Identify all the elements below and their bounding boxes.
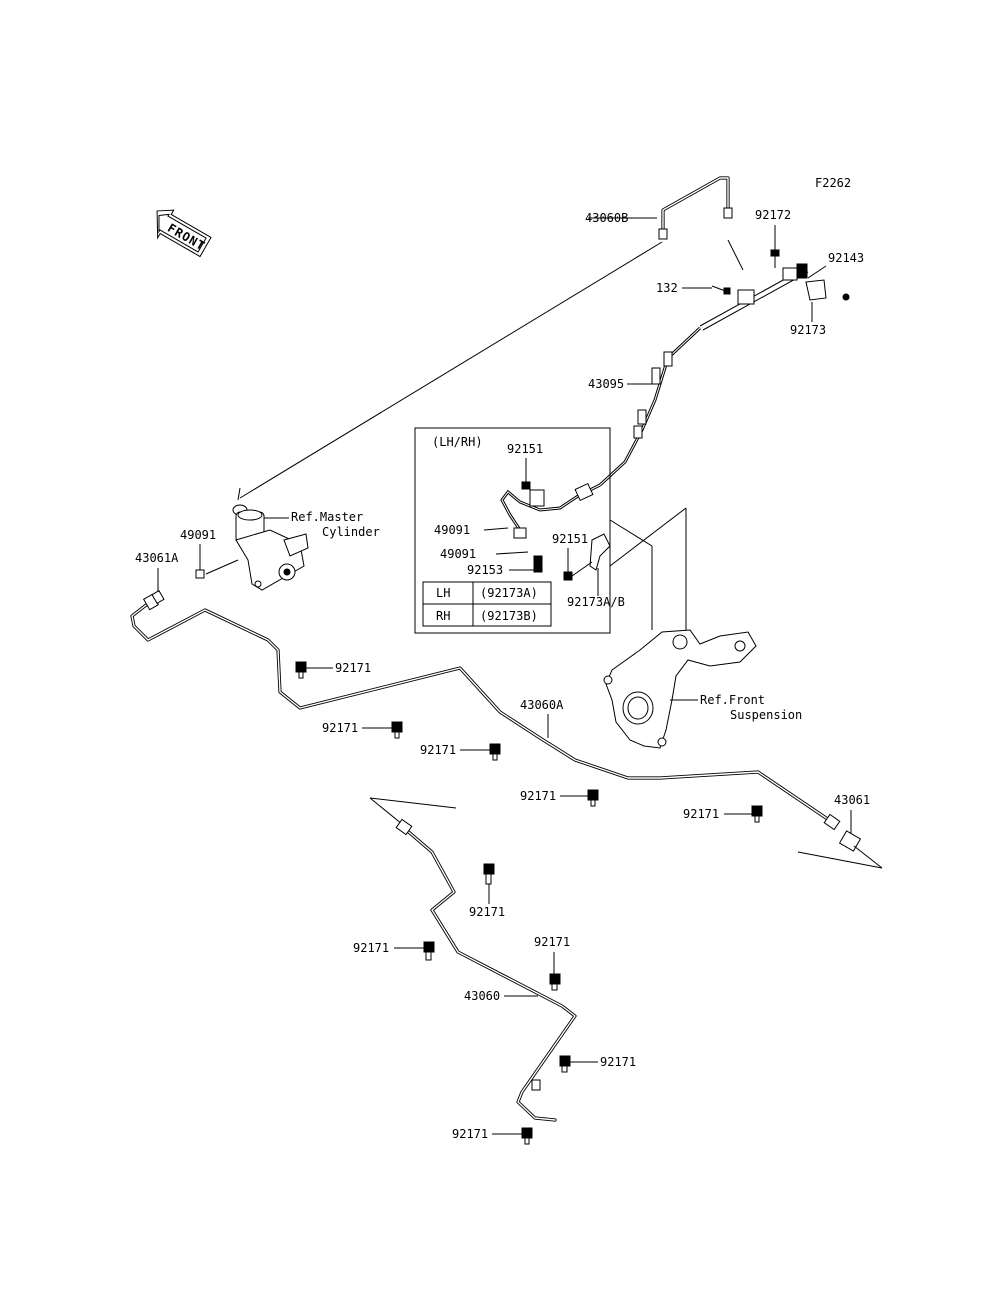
- union-43061: [838, 830, 862, 852]
- label-49091-c: 49091: [180, 528, 216, 542]
- variant-row-rh-side: RH: [436, 609, 450, 623]
- master-cylinder: [232, 504, 309, 591]
- label-132: 132: [656, 281, 678, 295]
- clamp-92171-b: [391, 721, 403, 739]
- label-92172: 92172: [755, 208, 791, 222]
- front-arrow-icon: FRONT: [156, 209, 212, 258]
- label-92151-a: 92151: [507, 442, 543, 456]
- clamp-92171-j: [521, 1127, 533, 1145]
- clamp-92171-e: [751, 805, 763, 823]
- label-ref-front-1: Ref.Front: [700, 693, 765, 707]
- front-suspension-knuckle: [603, 629, 757, 749]
- label-92171-e: 92171: [683, 807, 719, 821]
- label-43061A: 43061A: [135, 551, 179, 565]
- label-92171-g: 92171: [353, 941, 389, 955]
- variant-table: [422, 581, 552, 627]
- bolt-132: [711, 285, 731, 295]
- label-lhrh: (LH/RH): [432, 435, 483, 449]
- clamp-92171-f: [483, 863, 495, 885]
- label-43061: 43061: [834, 793, 870, 807]
- label-ref-master-1: Ref.Master: [291, 510, 363, 524]
- hose-bracket-assembly: [699, 263, 850, 331]
- clamp-92171-d: [587, 789, 599, 807]
- label-43060A: 43060A: [520, 698, 564, 712]
- clamp-92171-h: [549, 973, 561, 991]
- label-92173AB: 92173A/B: [567, 595, 625, 609]
- label-92171-h: 92171: [534, 935, 570, 949]
- label-92171-j: 92171: [452, 1127, 488, 1141]
- brake-pipe-43060: [395, 818, 577, 1122]
- label-92171-c: 92171: [420, 743, 456, 757]
- clamp-92171-c: [489, 743, 501, 761]
- label-92171-b: 92171: [322, 721, 358, 735]
- label-43060: 43060: [464, 989, 500, 1003]
- brake-pipe-43060B: [658, 176, 733, 240]
- label-43060B: 43060B: [585, 211, 628, 225]
- label-92171-a: 92171: [335, 661, 371, 675]
- label-92171-i: 92171: [600, 1055, 636, 1069]
- bolt-92172: [770, 249, 780, 268]
- label-92171-d: 92171: [520, 789, 556, 803]
- label-49091-b: 49091: [440, 547, 476, 561]
- label-92171-f: 92171: [469, 905, 505, 919]
- diagram-code: F2262: [815, 176, 851, 190]
- variant-row-lh-part: (92173A): [480, 586, 538, 600]
- caliper-hose-fitting: [500, 482, 601, 539]
- label-92153: 92153: [467, 563, 503, 577]
- variant-row-rh-part: (92173B): [480, 609, 538, 623]
- label-ref-front-2: Suspension: [730, 708, 802, 722]
- label-92143: 92143: [828, 251, 864, 265]
- variant-row-lh-side: LH: [436, 586, 450, 600]
- clamp-92171-g: [423, 941, 435, 961]
- clamp-92171-a: [295, 661, 307, 679]
- clamp-92171-i: [559, 1055, 571, 1073]
- label-43095: 43095: [588, 377, 624, 391]
- brake-pipe-43061A-43060A: [130, 589, 841, 831]
- label-92151-b: 92151: [552, 532, 588, 546]
- label-49091-a: 49091: [434, 523, 470, 537]
- bracket-92173AB: [589, 533, 611, 571]
- lhrh-detail-box: [414, 427, 611, 634]
- label-92173: 92173: [790, 323, 826, 337]
- label-ref-master-2: Cylinder: [322, 525, 380, 539]
- brake-hose-43095: [598, 326, 702, 487]
